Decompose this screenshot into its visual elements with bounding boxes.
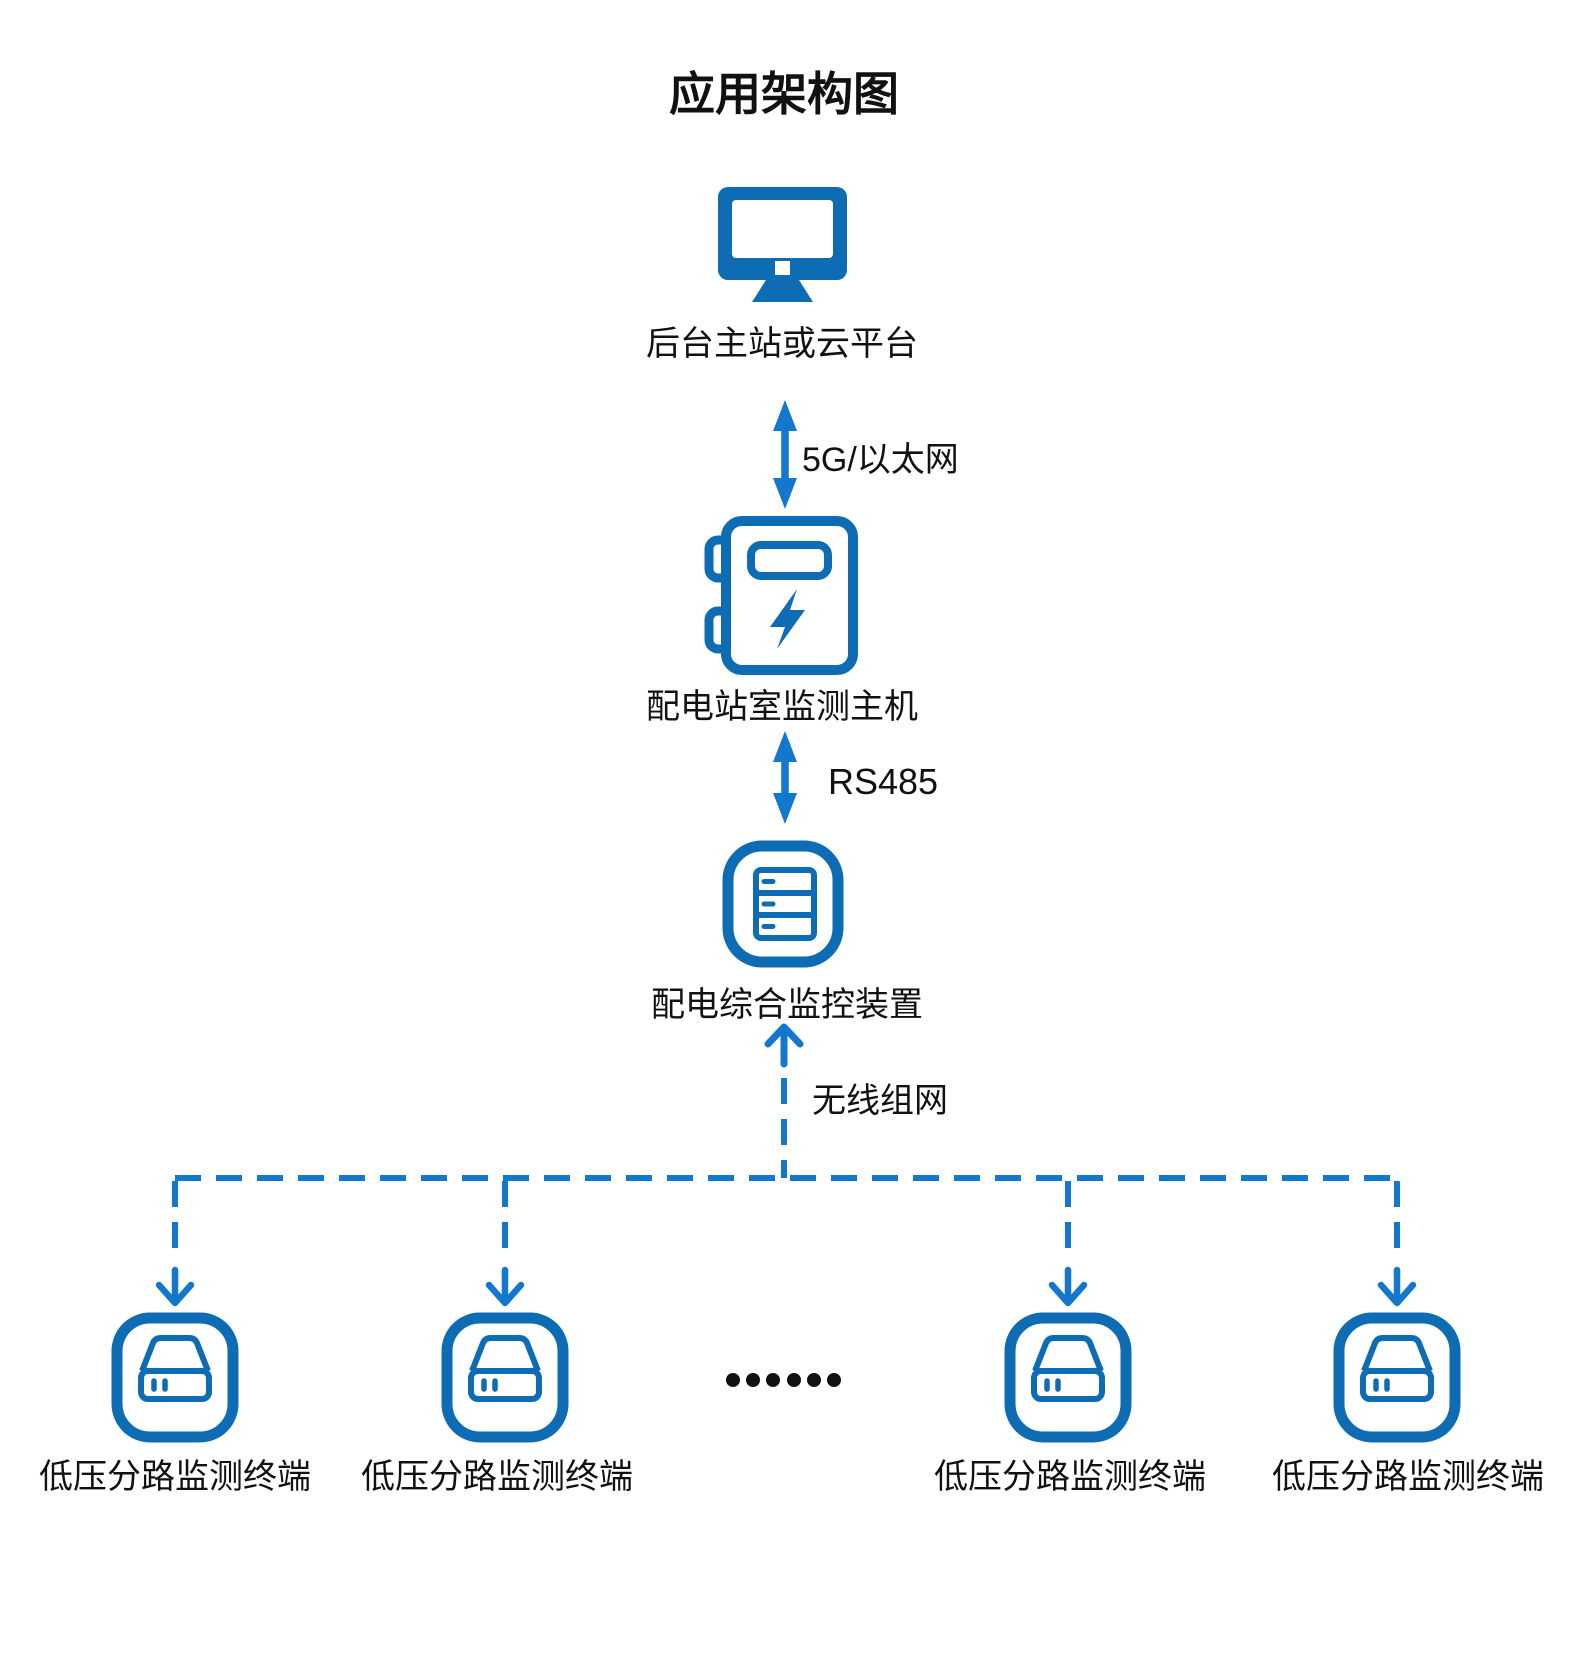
dashed-drop-arrow <box>155 1181 195 1307</box>
link-5g-label: 5G/以太网 <box>802 441 959 479</box>
dashed-drop-arrow <box>485 1181 525 1307</box>
double-arrow-rs485 <box>773 731 797 824</box>
terminal-label: 低压分路监测终端 <box>361 1458 633 1496</box>
dashed-drop-arrow <box>1048 1181 1088 1307</box>
station-host-label: 配电站室监测主机 <box>646 688 918 726</box>
dashed-drop-arrow <box>1377 1181 1417 1307</box>
monitor-icon <box>718 187 847 302</box>
link-wireless-label: 无线组网 <box>812 1082 948 1120</box>
terminal-label: 低压分路监测终端 <box>39 1458 311 1496</box>
server-device-icon <box>722 840 844 968</box>
diagram-title: 应用架构图 <box>669 68 899 120</box>
monitoring-device-label: 配电综合监控装置 <box>651 986 923 1024</box>
cloud-platform-label: 后台主站或云平台 <box>646 325 918 363</box>
terminal-device-icon <box>1333 1312 1461 1443</box>
terminal-device-icon <box>1004 1312 1132 1443</box>
link-rs485-label: RS485 <box>828 761 938 802</box>
terminal-label: 低压分路监测终端 <box>1272 1458 1544 1496</box>
terminal-label: 低压分路监测终端 <box>934 1458 1206 1496</box>
ellipsis-dots <box>726 1373 841 1387</box>
double-arrow-5g <box>773 400 797 509</box>
terminal-device-icon <box>111 1312 239 1443</box>
terminal-device-icon <box>441 1312 569 1443</box>
power-distribution-box-icon <box>704 516 858 675</box>
dashed-arrow-wireless <box>764 1023 804 1178</box>
